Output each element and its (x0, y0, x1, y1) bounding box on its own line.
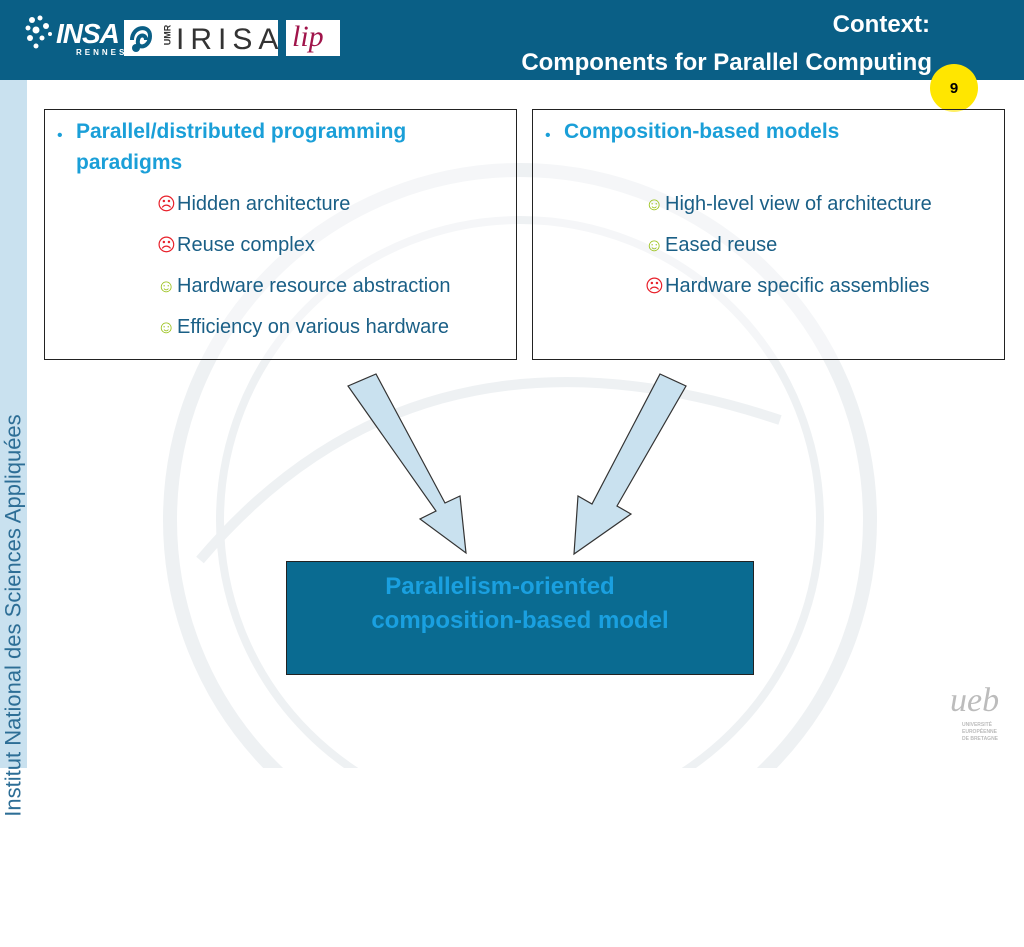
list-item-text: Reuse complex (177, 234, 315, 256)
list-item-text: Eased reuse (665, 234, 778, 256)
list-item: ☺Eased reuse (645, 234, 777, 257)
irisa-logo-text: IRISA (176, 23, 285, 56)
happy-face-icon: ☺ (645, 194, 664, 214)
list-item-text: Efficiency on various hardware (177, 316, 449, 338)
result-model-box: Parallelism-oriented composition-based m… (286, 561, 754, 675)
list-item-text: Hidden architecture (177, 193, 351, 215)
list-item-text: High-level view of architecture (665, 193, 932, 215)
list-item: ☺Hardware resource abstraction (157, 275, 450, 298)
happy-face-icon: ☺ (157, 276, 176, 296)
insa-logo: INSA RENNES (22, 12, 124, 58)
irisa-logo: UMR IRISA (124, 20, 278, 56)
sidebar: Institut National des Sciences Appliquée… (0, 80, 27, 817)
slide-title-line1: Context: (832, 11, 930, 38)
composition-models-box: • Composition-based models ☺High-level v… (532, 109, 1005, 360)
insa-logo-text: INSA (56, 18, 120, 49)
list-item-text: Hardware resource abstraction (177, 275, 451, 297)
result-line1: Parallelism-oriented (385, 573, 615, 600)
paradigms-heading-line1: Parallel/distributed programming (76, 120, 407, 143)
ueb-logo: ueb UNIVERSITÉ EUROPÉENNE DE BRETAGNE (948, 678, 1008, 758)
slide-title-line2: Components for Parallel Computing (521, 49, 932, 76)
insa-logo-subtext: RENNES (76, 48, 128, 57)
bullet-dot: • (57, 127, 63, 144)
list-item: ☹Reuse complex (157, 234, 315, 257)
result-model-text: Parallelism-oriented composition-based m… (287, 570, 753, 638)
happy-face-icon: ☺ (645, 235, 664, 255)
sad-face-icon: ☹ (645, 276, 664, 296)
paradigms-box: • Parallel/distributed programming parad… (44, 109, 517, 360)
list-item: ☺Efficiency on various hardware (157, 316, 449, 339)
ueb-logo-subtext: UNIVERSITÉ EUROPÉENNE DE BRETAGNE (962, 722, 999, 742)
page-number-badge: 9 (930, 64, 978, 112)
ueb-logo-text: ueb (950, 682, 1000, 719)
right-down-arrow-icon (573, 373, 687, 556)
list-item: ☺High-level view of architecture (645, 193, 932, 216)
lip-logo: lip (286, 20, 340, 56)
sad-face-icon: ☹ (157, 194, 176, 214)
lip-logo-text: lip (292, 20, 324, 53)
arrows-layer (347, 373, 687, 556)
paradigms-heading-line2: paradigms (76, 151, 183, 174)
left-down-arrow-icon (347, 373, 467, 555)
result-line2: composition-based model (371, 607, 669, 634)
list-item: ☹Hidden architecture (157, 193, 350, 216)
list-item: ☹Hardware specific assemblies (645, 275, 930, 298)
insa-dots-icon (25, 15, 52, 49)
irisa-swirl-icon (130, 26, 153, 52)
composition-heading: Composition-based models (564, 120, 840, 143)
header-bar: INSA RENNES UMR IRISA lip Context: Compo… (0, 0, 1024, 80)
bullet-dot: • (545, 127, 551, 144)
list-item-text: Hardware specific assemblies (665, 275, 930, 297)
happy-face-icon: ☺ (157, 317, 176, 337)
sad-face-icon: ☹ (157, 235, 176, 255)
